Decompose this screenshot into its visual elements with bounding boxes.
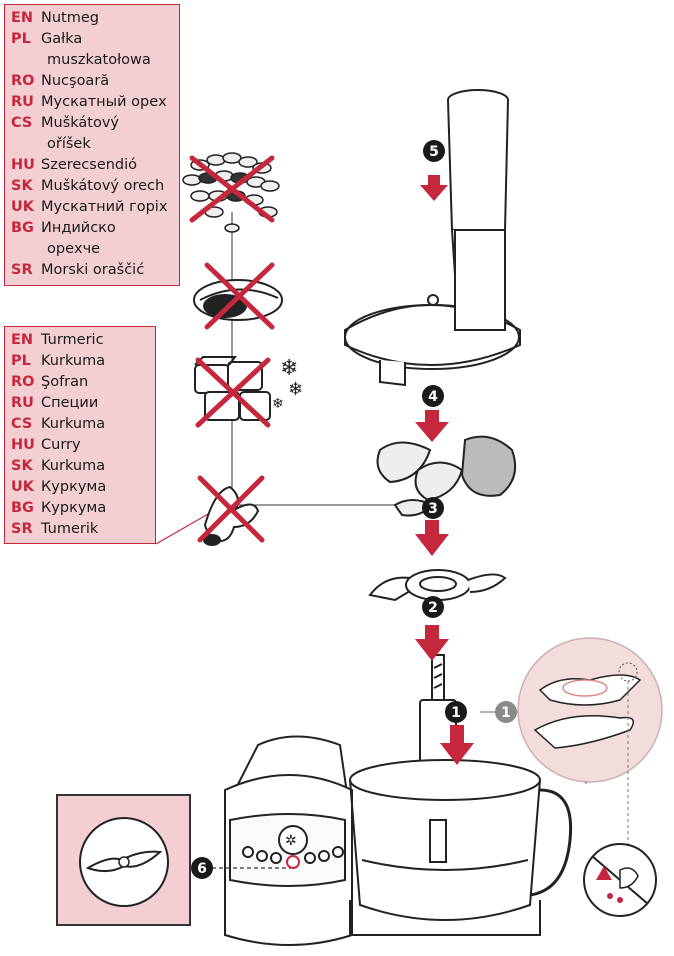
snowflake-icon: ❄ (288, 379, 303, 400)
step-badge-2: 2 (422, 596, 444, 618)
motor-unit (224, 735, 353, 946)
processor-bowl (349, 759, 573, 936)
svg-text:2: 2 (428, 600, 438, 616)
prohibited-cross-icon (197, 475, 265, 543)
step-badge-6: 6 (191, 857, 213, 879)
step-badge-1-grey: 1 (495, 701, 517, 723)
step-badge-5: 5 (423, 140, 445, 162)
prohibited-cross-icon (204, 262, 275, 330)
step-badge-4: 4 (422, 385, 444, 407)
step-badge-3: 3 (422, 497, 444, 519)
turmeric-leader-line (155, 509, 216, 545)
blade-removal-inset (517, 637, 663, 783)
prohibited-cross-icon (195, 357, 271, 428)
prohibited-cross-icon (189, 155, 275, 223)
svg-text:4: 4 (428, 389, 438, 405)
slicing-disc (368, 569, 507, 602)
snowflake-icon: ❄ (272, 396, 284, 412)
blade-detail-box (56, 794, 191, 926)
lang-row-continued: орехче (47, 241, 101, 257)
onion-pieces (376, 435, 516, 517)
snowflake-icon: ❄ (280, 356, 298, 381)
svg-text:6: 6 (197, 861, 207, 877)
svg-text:5: 5 (429, 144, 439, 160)
power-button-icon: ✲ (285, 833, 297, 849)
svg-text:1: 1 (451, 705, 461, 721)
lang-row-continued: muszkatołowa (47, 52, 151, 68)
lang-row-continued: oříšek (47, 136, 91, 152)
turmeric-root (203, 485, 260, 546)
svg-text:3: 3 (428, 501, 438, 517)
step-badge-1: 1 (445, 701, 467, 723)
processor-lid (344, 229, 521, 387)
warning-icon (583, 843, 657, 917)
svg-text:1: 1 (501, 705, 511, 721)
